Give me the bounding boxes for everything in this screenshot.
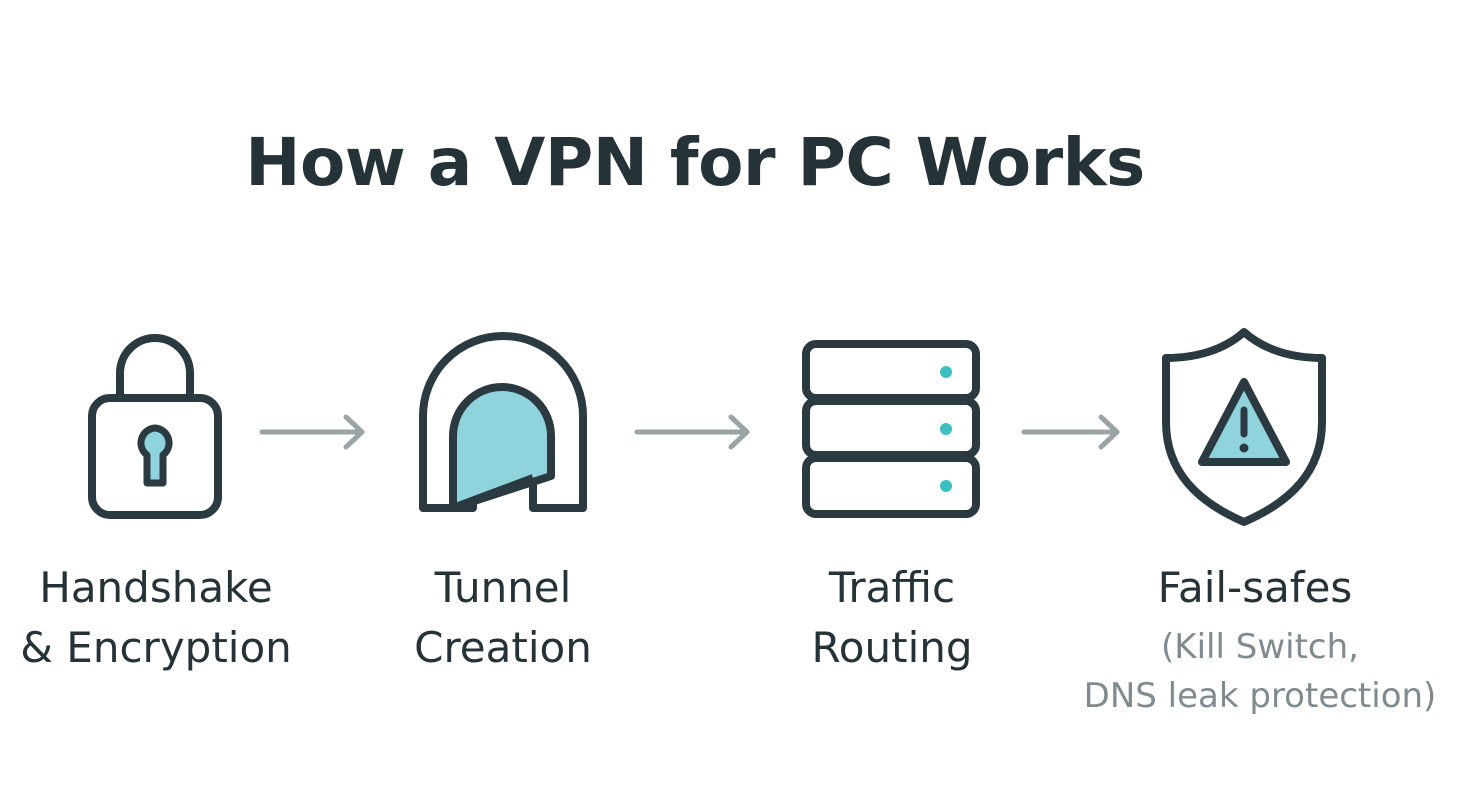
step-label-handshake: Handshake & Encryption: [0, 558, 312, 678]
arrow-icon: [634, 414, 750, 450]
shield-warning-icon: [1162, 328, 1326, 526]
step-label-failsafes: Fail-safes: [1105, 558, 1405, 618]
label-line: Creation: [414, 623, 592, 672]
padlock-icon: [88, 334, 222, 519]
arrow-icon: [1021, 414, 1120, 450]
step-label-traffic: Traffic Routing: [772, 558, 1012, 678]
label-line: Traffic: [828, 563, 956, 612]
sub-line: DNS leak protection): [1083, 676, 1437, 716]
label-line: Fail-safes: [1157, 563, 1353, 612]
sub-line: (Kill Switch,: [1161, 627, 1359, 667]
diagram-title: How a VPN for PC Works: [245, 124, 1145, 201]
tunnel-icon: [419, 332, 587, 512]
step-label-tunnel: Tunnel Creation: [383, 558, 623, 678]
server-stack-icon: [802, 340, 980, 518]
label-line: Handshake: [39, 563, 273, 612]
step-sublabel-failsafes: (Kill Switch, DNS leak protection): [1074, 623, 1446, 721]
label-line: Tunnel: [434, 563, 572, 612]
label-line: Routing: [811, 623, 973, 672]
arrow-icon: [259, 414, 365, 450]
label-line: & Encryption: [20, 623, 292, 672]
